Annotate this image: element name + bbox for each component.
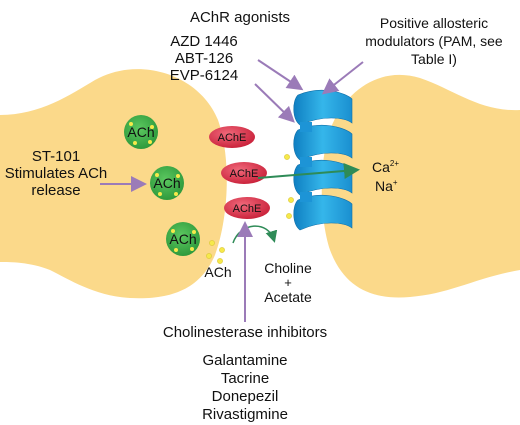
st101-line-2: Stimulates ACh	[5, 165, 108, 182]
enzyme-label: AChE	[233, 203, 262, 215]
agonists-title: AChR agonists	[190, 9, 290, 26]
inhibitor-rivastigmine: Rivastigmine	[202, 406, 288, 423]
enzyme-label: AChE	[218, 132, 247, 144]
pam-line-2: modulators (PAM, see	[365, 33, 503, 49]
pam-arrow	[321, 61, 364, 95]
released-ach-dots	[206, 154, 294, 264]
products-plus: +	[284, 275, 292, 290]
vesicle-1: ACh	[124, 115, 158, 149]
free-ach-label: ACh	[204, 264, 231, 280]
postsynaptic-terminal	[321, 74, 520, 298]
vesicle-label: ACh	[153, 175, 180, 191]
agonist-azd1446: AZD 1446	[170, 33, 238, 50]
hydrolysis-arrow	[232, 225, 278, 244]
enzyme-label: AChE	[230, 168, 259, 180]
receptor-linker	[300, 192, 312, 202]
vesicle-label: ACh	[169, 231, 196, 247]
vesicle-2: ACh	[150, 166, 184, 200]
agonist-abt126: ABT-126	[175, 50, 233, 67]
vesicle-label: ACh	[127, 124, 154, 140]
receptor-linker	[300, 157, 312, 167]
receptor-subunit	[293, 159, 353, 196]
receptor-subunit	[293, 194, 353, 231]
inhibitor-tacrine: Tacrine	[221, 370, 269, 387]
ion-ca-label: Ca2+	[372, 159, 399, 175]
products-acetate: Acetate	[264, 289, 312, 305]
products-choline: Choline	[264, 260, 312, 276]
inhibitor-donepezil: Donepezil	[212, 388, 279, 405]
inhibitor-galantamine: Galantamine	[202, 352, 287, 369]
st101-line-3: release	[31, 182, 80, 199]
ache-enzyme-1: AChE	[209, 126, 255, 148]
agonist-arrow-1	[257, 59, 304, 91]
ache-enzyme-2: AChE	[221, 162, 267, 184]
pam-line-1: Positive allosteric	[380, 15, 488, 31]
ache-enzyme-3: AChE	[224, 197, 270, 219]
ion-na-label: Na+	[375, 178, 398, 194]
st101-line-1: ST-101	[32, 148, 80, 165]
vesicle-3: ACh	[166, 222, 200, 256]
receptor-linker	[300, 122, 312, 132]
receptor-subunit	[293, 124, 353, 161]
inhibitors-title: Cholinesterase inhibitors	[163, 324, 327, 341]
pam-line-3: Table I)	[411, 51, 457, 67]
agonist-arrow-2	[254, 83, 295, 123]
ion-flow-arrow	[257, 163, 360, 179]
agonist-evp6124: EVP-6124	[170, 67, 238, 84]
